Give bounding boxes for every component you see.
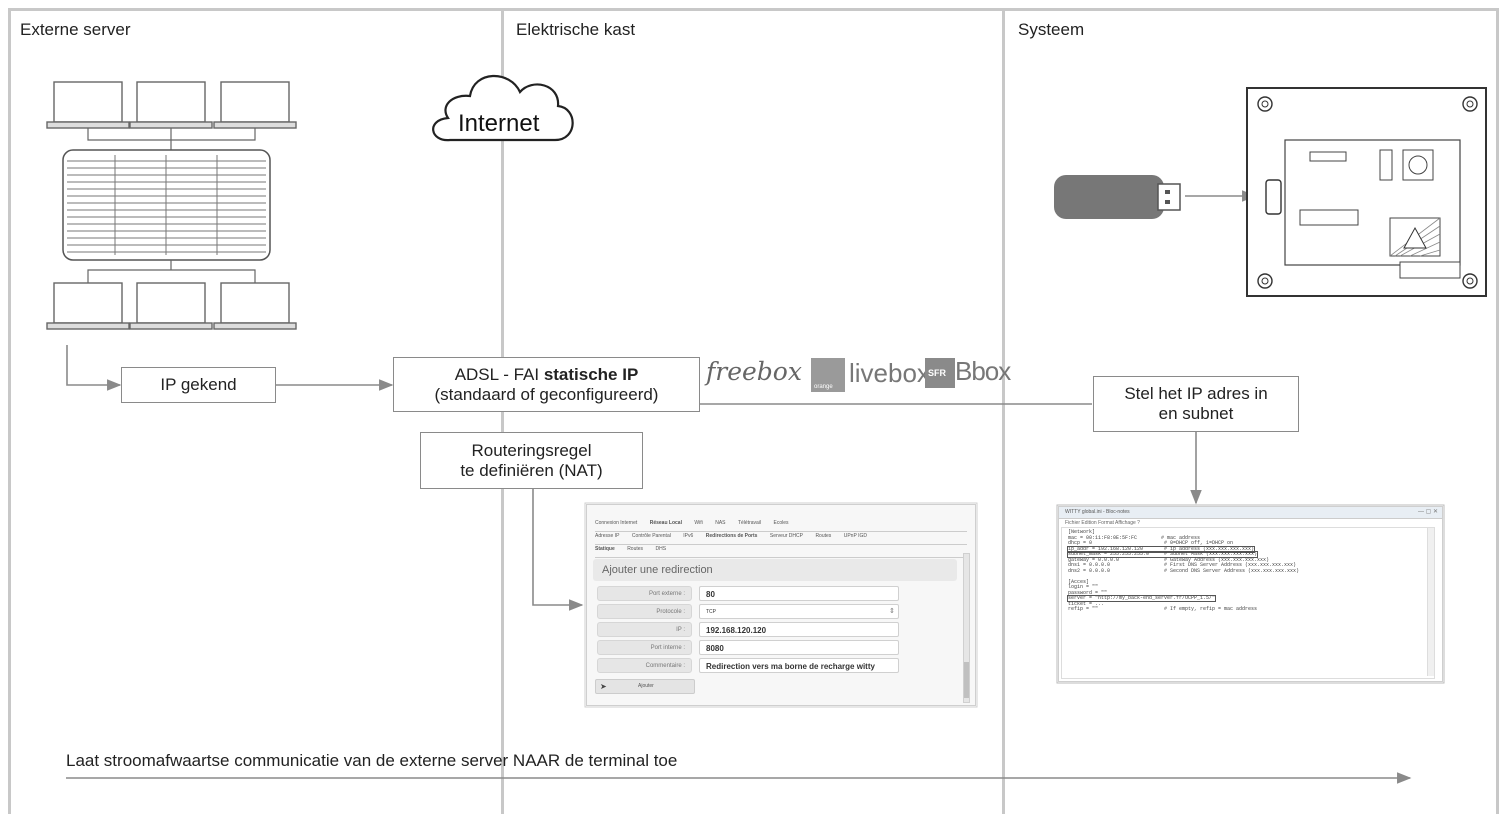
set-ip-line-1: Stel het IP adres in (1124, 384, 1268, 403)
router-config-screenshot: Connexion Internet Réseau Local Wifi NAS… (586, 504, 976, 706)
cloud-icon (432, 74, 574, 142)
router-top-tabs: Connexion Internet Réseau Local Wifi NAS… (595, 511, 967, 532)
sfr-logo-text: SFR (928, 368, 946, 378)
code-line: mac = 00:11:F8:0E:5F:FC # mac address (1068, 534, 1201, 541)
window-controls[interactable]: — ▢ ✕ (1417, 509, 1438, 515)
router-subsub-tabs: Statique Routes DHS (595, 537, 967, 558)
router-tab[interactable]: Ecoles (773, 520, 789, 526)
notepad-scrollbar[interactable] (1427, 528, 1434, 676)
code-line: [Network] (1068, 529, 1096, 535)
router-subtab[interactable]: Adresse IP (595, 533, 620, 539)
adsl-box: ADSL - FAI statische IP (standaard of ge… (393, 357, 700, 412)
ip-known-label: IP gekend (160, 375, 237, 394)
router-subsubtab[interactable]: Statique (595, 546, 615, 552)
orange-logo: orange (811, 358, 845, 392)
router-subsubtab[interactable]: DHS (655, 546, 667, 552)
adsl-line-2: (standaard of geconfigureerd) (434, 384, 659, 404)
chevron-right-icon: ➤ (600, 682, 607, 691)
code-line: login = "" (1068, 584, 1099, 590)
notepad-menu[interactable]: Fichier Edition Format Affichage ? (1065, 520, 1140, 526)
laptop-icon (129, 282, 213, 330)
router-subtab[interactable]: UPnP IGD (843, 533, 867, 539)
router-sub-tabs: Adresse IP Contrôle Parental IPv6 Redire… (595, 524, 967, 545)
router-tab[interactable]: Télétravail (737, 520, 762, 526)
adsl-bold: statische IP (543, 364, 639, 384)
column-external-server (8, 8, 503, 814)
usb-stick-icon (1054, 175, 1181, 219)
code-line: password = "" (1068, 589, 1108, 596)
circuit-board-icon (1246, 87, 1487, 297)
code-line-highlighted: subnet_mask = 255.255.255.0 # Subnet Mas… (1066, 550, 1259, 559)
router-subtab[interactable]: Redirections de Ports (705, 533, 758, 539)
routing-rule-box: Routeringsregel te definiëren (NAT) (420, 432, 643, 489)
router-subsubtab[interactable]: Routes (627, 546, 644, 552)
laptop-icon (46, 81, 130, 129)
laptop-icon (46, 282, 130, 330)
server-rack-icon (62, 149, 271, 261)
comment-input[interactable]: Redirection vers ma borne de recharge wi… (699, 658, 899, 673)
ip-known-box: IP gekend (121, 367, 276, 403)
set-ip-box: Stel het IP adres in en subnet (1093, 376, 1299, 432)
field-label: Commentaire : (597, 658, 692, 673)
livebox-logo: livebox (849, 358, 930, 388)
code-line: ticket = ... (1068, 600, 1105, 607)
code-line: dns1 = 0.0.0.0 # First DNS Server Addres… (1068, 562, 1297, 568)
code-line: dns2 = 0.0.0.0 # Second DNS Server Addre… (1068, 567, 1300, 574)
laptop-icon (213, 282, 297, 330)
laptop-icon (213, 81, 297, 129)
code-line-highlighted: ip_addr = 192.168.120.120 # ip address (… (1066, 545, 1256, 553)
chevron-down-icon[interactable]: ⇕ (889, 608, 895, 615)
notepad-screenshot: WITTY global.ini - Bloc-notes — ▢ ✕ Fich… (1058, 506, 1443, 682)
ip-input[interactable]: 192.168.120.120 (699, 622, 899, 637)
router-subtab[interactable]: Serveur DHCP (769, 533, 803, 539)
orange-logo-text: orange (814, 384, 833, 390)
notepad-titlebar: WITTY global.ini - Bloc-notes — ▢ ✕ (1059, 507, 1442, 519)
bbox-logo: Bbox (955, 356, 1011, 386)
set-ip-line-2: en subnet (1158, 404, 1234, 423)
notepad-title: WITTY global.ini - Bloc-notes (1065, 509, 1130, 515)
code-line: dhcp = 0 # 0=DHCP off, 1=DHCP on (1068, 540, 1234, 546)
router-subtab[interactable]: IPv6 (683, 533, 694, 539)
bottom-caption: Laat stroomafwaartse communicatie van de… (66, 751, 678, 770)
freebox-logo: freebox (706, 357, 802, 386)
sfr-logo: SFR (925, 358, 955, 388)
add-button-label: Ajouter (638, 683, 654, 689)
code-line-highlighted: server = "http://my_back-end_server.fr/O… (1066, 594, 1217, 603)
scrollbar-thumb[interactable] (964, 662, 969, 698)
routing-line-1: Routeringsregel (471, 440, 592, 460)
field-label: Protocole : (597, 604, 692, 619)
notepad-text-area[interactable]: [Network] mac = 00:11:F8:0E:5F:FC # mac … (1061, 527, 1435, 679)
router-scrollbar[interactable] (963, 553, 970, 703)
adsl-prefix: ADSL - FAI (454, 364, 544, 384)
code-line: refip = "" # If empty, refip = mac addre… (1068, 606, 1258, 612)
router-tab[interactable]: Wifi (694, 520, 703, 526)
router-tab[interactable]: NAS (715, 520, 726, 526)
router-subtab[interactable]: Routes (815, 533, 832, 539)
routing-line-2: te definiëren (NAT) (460, 460, 603, 480)
laptop-icon (129, 81, 213, 129)
internet-label: Internet (458, 110, 540, 137)
protocol-select[interactable]: TCP (699, 604, 899, 619)
external-port-input[interactable]: 80 (699, 586, 899, 601)
column-title-electric-box: Elektrische kast (516, 20, 636, 39)
column-title-system: Systeem (1018, 20, 1085, 39)
router-tab[interactable]: Connexion Internet (595, 520, 638, 526)
add-redirection-button[interactable]: ➤ Ajouter (595, 679, 695, 694)
router-tab[interactable]: Réseau Local (649, 520, 682, 526)
field-label: Port interne : (597, 640, 692, 655)
field-label: Port externe : (597, 586, 692, 601)
router-subtab[interactable]: Contrôle Parental (631, 533, 671, 539)
field-label: IP : (597, 622, 692, 637)
code-line: [Acces] (1068, 578, 1090, 585)
redirection-section-title: Ajouter une redirection (593, 559, 957, 581)
internal-port-input[interactable]: 8080 (699, 640, 899, 655)
code-line: gateway = 0.0.0.0 # Gateway Address (xxx… (1068, 556, 1270, 563)
adsl-line-1: ADSL - FAI statische IP (455, 365, 639, 385)
column-system (1002, 8, 1499, 814)
column-title-external-server: Externe server (20, 20, 131, 39)
